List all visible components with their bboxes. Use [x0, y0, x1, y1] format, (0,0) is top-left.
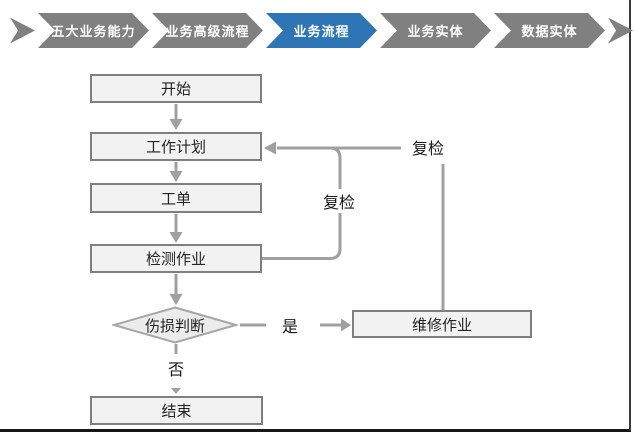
arrowhead-into-order [169, 171, 183, 182]
arrowhead-into-plan-top [169, 119, 183, 130]
arrowhead-into-repair [341, 318, 351, 332]
arrowhead-into-plan-right [264, 141, 276, 155]
arrowhead-into-decision [169, 294, 183, 305]
nav-item-business-process[interactable]: 业务流程 [266, 13, 377, 48]
decision-label: 伤损判断 [144, 317, 205, 335]
nav-item-business-capabilities[interactable]: 五大业务能力 [38, 13, 149, 48]
flow-node-damage-decision: 伤损判断 [110, 306, 240, 344]
edge-label-no: 否 [167, 362, 184, 379]
flow-node-work-plan: 工作计划 [90, 132, 262, 161]
flow-node-inspection-job: 检测作业 [90, 244, 262, 273]
nav-item-data-entity[interactable]: 数据实体 [494, 13, 605, 48]
edge-label-recheck-repair: 复检 [403, 134, 453, 160]
arrowhead-into-end [171, 388, 181, 394]
flow-node-start: 开始 [90, 74, 262, 103]
stage-nav: 五大业务能力 业务高级流程 业务流程 业务实体 数据实体 [10, 13, 634, 48]
edge-label-recheck-inspect: 复检 [316, 189, 362, 213]
decision-diamond-shape [110, 306, 240, 344]
flow-node-work-order: 工单 [90, 183, 262, 213]
flow-node-end: 结束 [90, 396, 263, 425]
arrowhead-into-inspect [169, 232, 183, 243]
flow-node-repair-job: 维修作业 [352, 310, 532, 338]
nav-item-high-level-process[interactable]: 业务高级流程 [152, 13, 263, 48]
nav-item-business-entity[interactable]: 业务实体 [380, 13, 491, 48]
edge-label-yes: 是 [281, 319, 298, 336]
